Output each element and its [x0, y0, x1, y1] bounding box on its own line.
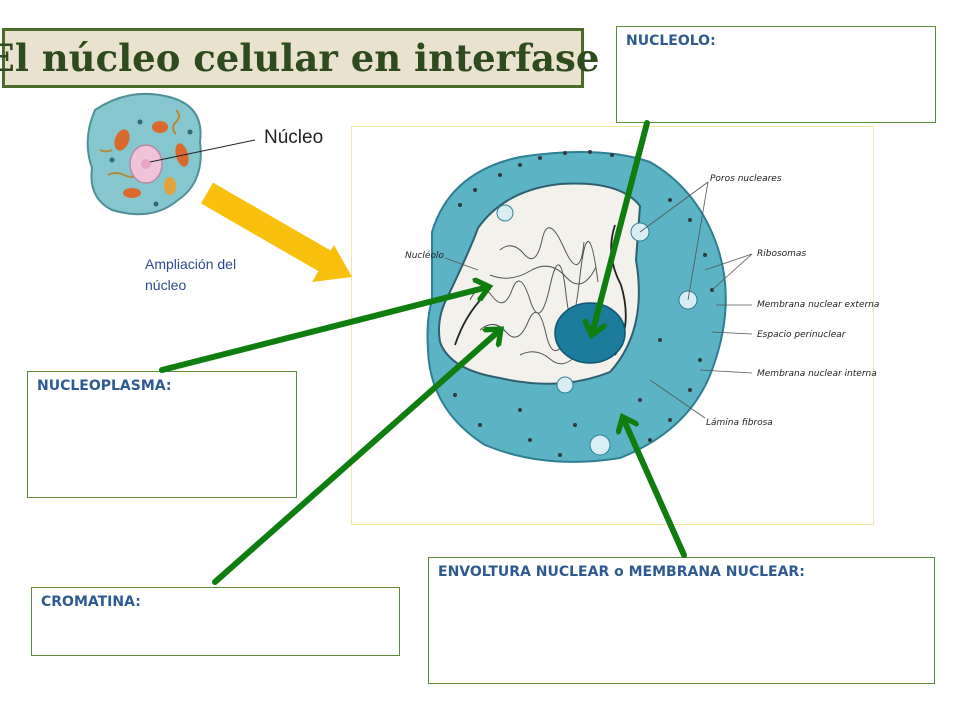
envoltura-box[interactable]: ENVOLTURA NUCLEAR o MEMBRANA NUCLEAR:: [428, 557, 935, 684]
page-title: El núcleo celular en interfase: [0, 36, 600, 80]
nucleoplasma-box-label: NUCLEOPLASMA:: [37, 378, 172, 394]
cell-nucleus-label: Núcleo: [264, 127, 324, 148]
nucleus-diagram: Poros nucleares Ribosomas Membrana nucle…: [405, 150, 879, 463]
nucleolo-box[interactable]: NUCLEOLO:: [616, 26, 936, 123]
animal-cell-icon: [86, 92, 202, 216]
cromatina-box[interactable]: CROMATINA:: [31, 587, 400, 656]
title-banner: El núcleo celular en interfase: [0, 28, 599, 88]
arrow-to-nucleoplasma: [159, 287, 488, 373]
cromatina-box-label: CROMATINA:: [41, 594, 141, 610]
nucleoplasma-box[interactable]: NUCLEOPLASMA:: [27, 371, 297, 498]
arrow-to-cromatina: [212, 330, 500, 585]
label-membrana-externa: Membrana nuclear externa: [757, 300, 879, 310]
label-ribosomas: Ribosomas: [757, 249, 806, 259]
nucleo-pointer-line: [149, 139, 256, 163]
label-espacio: Espacio perinuclear: [757, 330, 847, 340]
arrow-to-nucleolo: [592, 120, 650, 334]
nucleolo-box-label: NUCLEOLO:: [626, 33, 716, 49]
label-membrana-interna: Membrana nuclear interna: [757, 369, 877, 379]
zoom-arrow-icon: [201, 182, 352, 282]
envoltura-box-label: ENVOLTURA NUCLEAR o MEMBRANA NUCLEAR:: [438, 564, 805, 580]
label-lamina: Lámina fibrosa: [706, 418, 773, 428]
arrow-to-envoltura: [623, 418, 687, 558]
label-nucleolo-small: Nucléolo: [405, 250, 444, 261]
zoom-label: Ampliación del núcleo: [145, 256, 237, 293]
label-poros: Poros nucleares: [710, 174, 782, 184]
